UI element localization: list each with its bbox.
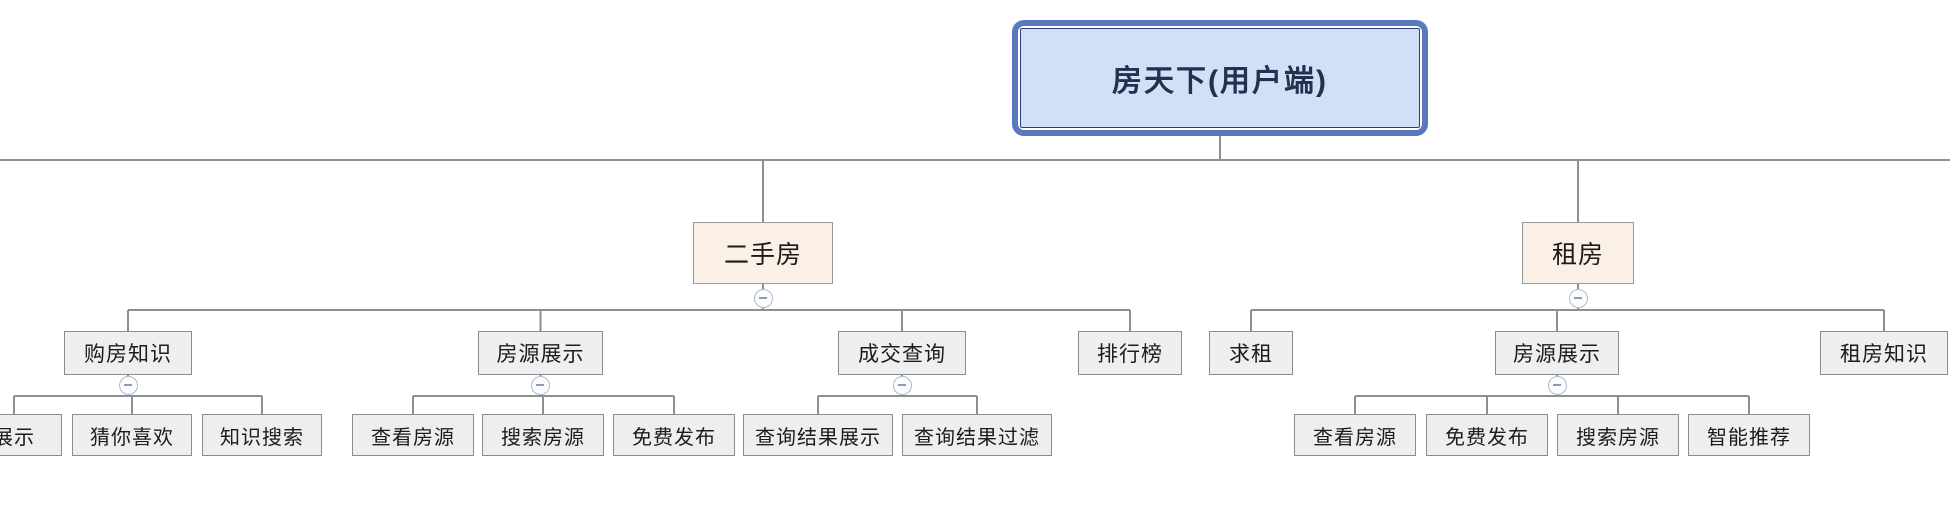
collapse-toggle-icon[interactable] <box>753 288 773 308</box>
node-ssfy-esf[interactable]: 搜索房源 <box>482 414 604 456</box>
minus-icon <box>124 384 132 386</box>
node-zufang-zs[interactable]: 租房知识 <box>1820 331 1948 375</box>
minus-icon <box>1553 384 1561 386</box>
node-cxjgzs[interactable]: 查询结果展示 <box>743 414 893 456</box>
minus-icon <box>536 384 544 386</box>
collapse-toggle-icon[interactable] <box>1568 288 1588 308</box>
node-label: 查询结果展示 <box>755 426 881 449</box>
node-label: 成交查询 <box>858 343 946 366</box>
node-fyzs-esf[interactable]: 房源展示 <box>478 331 603 375</box>
root-node-frame <box>1012 20 1428 136</box>
node-ckfy-zf[interactable]: 查看房源 <box>1294 414 1416 456</box>
node-zufang[interactable]: 租房 <box>1522 222 1634 284</box>
node-zssuo[interactable]: 知识搜索 <box>202 414 322 456</box>
root-node-label: 房天下(用户端) <box>1112 65 1328 98</box>
node-fyzs-zf[interactable]: 房源展示 <box>1495 331 1619 375</box>
minus-icon <box>759 297 767 299</box>
node-label: 猜你喜欢 <box>90 426 174 449</box>
node-label: 二手房 <box>723 241 802 269</box>
node-qiuzu[interactable]: 求租 <box>1209 331 1293 375</box>
node-label: 免费发布 <box>632 426 716 449</box>
node-l-zhanshi[interactable]: 展示 <box>0 414 62 456</box>
node-label: 知识搜索 <box>220 426 304 449</box>
node-label: 房源展示 <box>496 343 585 366</box>
node-label: 搜索房源 <box>501 426 585 449</box>
collapse-toggle-icon[interactable] <box>1547 375 1567 395</box>
minus-icon <box>898 384 906 386</box>
node-zntj[interactable]: 智能推荐 <box>1688 414 1810 456</box>
node-ssfy-zf[interactable]: 搜索房源 <box>1557 414 1679 456</box>
node-cjcx[interactable]: 成交查询 <box>838 331 966 375</box>
node-label: 搜索房源 <box>1576 426 1660 449</box>
node-label: 免费发布 <box>1445 426 1529 449</box>
collapse-toggle-icon[interactable] <box>892 375 912 395</box>
node-label: 求租 <box>1229 343 1273 366</box>
node-cnxh[interactable]: 猜你喜欢 <box>72 414 192 456</box>
node-goufang-zs[interactable]: 购房知识 <box>64 331 192 375</box>
node-label: 展示 <box>0 426 35 449</box>
collapse-toggle-icon[interactable] <box>118 375 138 395</box>
collapse-toggle-icon[interactable] <box>530 375 550 395</box>
root-node[interactable]: 房天下(用户端) <box>1020 28 1420 128</box>
node-label: 智能推荐 <box>1707 426 1791 449</box>
node-label: 排行榜 <box>1097 343 1163 366</box>
node-cxjggl[interactable]: 查询结果过滤 <box>902 414 1052 456</box>
node-mffb-zf[interactable]: 免费发布 <box>1426 414 1548 456</box>
node-phb[interactable]: 排行榜 <box>1078 331 1182 375</box>
node-label: 查看房源 <box>1313 426 1397 449</box>
node-ershoufang[interactable]: 二手房 <box>693 222 833 284</box>
node-ckfy-esf[interactable]: 查看房源 <box>352 414 474 456</box>
node-mffb-esf[interactable]: 免费发布 <box>613 414 735 456</box>
node-label: 购房知识 <box>84 343 172 366</box>
node-label: 查询结果过滤 <box>914 426 1040 449</box>
node-label: 房源展示 <box>1513 343 1601 366</box>
node-label: 租房 <box>1551 241 1604 269</box>
minus-icon <box>1574 297 1582 299</box>
node-label: 查看房源 <box>371 426 455 449</box>
node-label: 租房知识 <box>1840 343 1928 366</box>
